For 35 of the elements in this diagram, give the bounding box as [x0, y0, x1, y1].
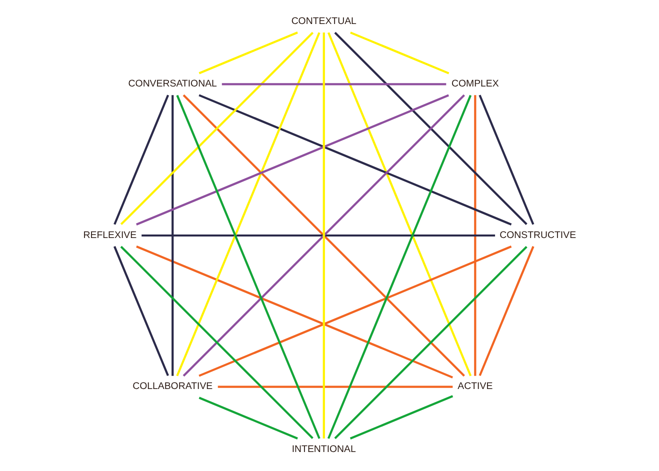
node-text: CONSTRUCTIVE [500, 230, 576, 241]
connector [142, 234, 496, 237]
connector [334, 246, 528, 440]
node-text: COMPLEX [451, 78, 499, 90]
connector [114, 246, 169, 376]
node-text: CONTEXTUAL [291, 16, 356, 27]
connector [474, 95, 476, 376]
connector [120, 246, 314, 439]
connector [478, 94, 534, 225]
connector [136, 94, 450, 226]
connector [322, 32, 325, 438]
connector [136, 246, 453, 378]
connector [198, 246, 512, 377]
connector [182, 94, 465, 377]
connector [172, 95, 174, 376]
node-text: COLLABORATIVE [132, 381, 213, 392]
connector [350, 395, 454, 440]
connector [222, 83, 446, 86]
connector [198, 94, 512, 226]
node-text: REFLEXIVE [83, 230, 137, 241]
node-text: INTENTIONAL [292, 444, 356, 455]
connector [334, 32, 528, 226]
connector [114, 94, 170, 225]
connector [120, 32, 314, 226]
connector [327, 94, 472, 439]
connector [218, 386, 453, 388]
connector [198, 396, 298, 440]
node-text: ACTIVE [458, 381, 493, 392]
connector [328, 32, 472, 376]
connector [198, 31, 298, 74]
connector [478, 246, 534, 376]
node-text: CONVERSATIONAL [128, 78, 217, 90]
connector [350, 32, 450, 74]
connector [176, 32, 320, 376]
connector [176, 94, 320, 439]
